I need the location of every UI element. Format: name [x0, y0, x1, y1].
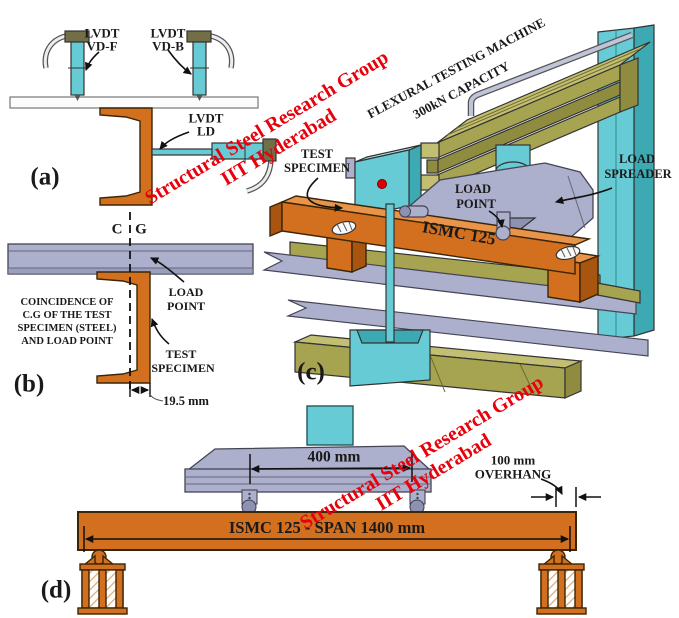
label-overhang-1: 100 mm: [490, 452, 536, 468]
arrow-to-specimen-b: [150, 317, 170, 345]
panel-b-drawing: [7, 212, 254, 402]
label-load-point-c-1: LOAD: [454, 181, 492, 196]
lvdt-ld: [151, 138, 277, 163]
rod-and-bucket: [349, 203, 431, 387]
arrow-to-load-point-c: [488, 210, 505, 229]
label-test-specimen-c-2: SPECIMEN: [284, 160, 350, 175]
mounting-plate: [9, 96, 259, 109]
load-point-pins: [399, 205, 511, 241]
lvdt-cables: [42, 33, 274, 194]
label-test-specimen-c-1: TEST: [301, 146, 333, 161]
label-lvdt-vdb-1: LVDT: [150, 25, 186, 41]
load-rollers-d: [241, 489, 426, 515]
coincidence-note-line: AND LOAD POINT: [21, 336, 113, 347]
panel-d-tag: (d): [40, 576, 72, 604]
panel-c-drawing: [261, 24, 655, 399]
label-test-specimen-b-2: SPECIMEN: [151, 361, 215, 375]
label-cg-c: C: [111, 221, 123, 238]
spreader-dimension: [249, 452, 413, 484]
arrow-to-vdf: [85, 51, 100, 72]
crosshead-beam: [420, 31, 651, 191]
label-load-spreader-1: LOAD: [618, 151, 656, 166]
lvdt-vd-f: [64, 30, 90, 101]
label-overhang-2: OVERHANG: [474, 466, 552, 482]
load-spreader-d: [184, 445, 432, 493]
arrow-to-vdb: [167, 49, 192, 75]
offset-dimension: [129, 383, 164, 402]
label-beam-span: ISMC 125 - SPAN 1400 mm: [228, 517, 426, 537]
arrow-to-ld: [159, 131, 190, 150]
channel-section-b: [96, 271, 151, 384]
support-left: [77, 549, 128, 615]
span-dimension: [83, 526, 571, 552]
lvdt-vd-b: [186, 30, 212, 101]
panel-b-tag: (b): [13, 370, 45, 398]
coincidence-note-line: SPECIMEN (STEEL): [17, 323, 117, 334]
overhang-dimension: [531, 478, 601, 507]
coincidence-note-line: C.G OF THE TEST: [22, 310, 112, 321]
coincidence-note: COINCIDENCE OF C.G OF THE TEST SPECIMEN …: [18, 296, 117, 348]
label-lvdt-vdb-2: VD-B: [152, 38, 184, 54]
label-400mm: 400 mm: [307, 448, 361, 466]
label-load-spreader-2: SPREADER: [604, 166, 672, 181]
label-load-point-b-1: LOAD: [168, 285, 204, 299]
arrow-to-load-point-b: [149, 257, 185, 283]
arrow-to-specimen-c: [306, 177, 344, 212]
label-load-point-b-2: POINT: [166, 299, 206, 313]
base-plate-lower: [285, 299, 649, 357]
label-lvdt-ld-1: LVDT: [188, 110, 224, 126]
label-lvdt-ld-2: LD: [196, 123, 216, 139]
label-lvdt-vdf-2: VD-F: [86, 38, 118, 54]
panel-a-drawing: [9, 30, 277, 206]
panel-c-tag: (c): [297, 358, 325, 386]
ram-block: [306, 405, 354, 446]
label-lvdt-vdf-1: LVDT: [84, 25, 120, 41]
indicator-dot: [377, 179, 387, 189]
label-offset-dim: 19.5 mm: [163, 393, 209, 408]
label-cg-g: G: [135, 221, 147, 238]
channel-section-a: [99, 107, 153, 206]
ismc-specimen-beam: [269, 195, 592, 275]
support-right: [536, 549, 587, 615]
label-load-point-c-2: POINT: [456, 196, 496, 211]
actuator-box: [345, 144, 422, 218]
label-test-specimen-b-1: TEST: [165, 347, 197, 361]
panel-a-tag: (a): [30, 163, 60, 191]
coincidence-note-line: COINCIDENCE OF: [20, 297, 114, 308]
arrow-to-spreader-c: [554, 187, 613, 205]
support-rollers: [331, 220, 581, 261]
ismc-beam-d: [77, 511, 577, 551]
panel-d-drawing: [77, 405, 601, 615]
